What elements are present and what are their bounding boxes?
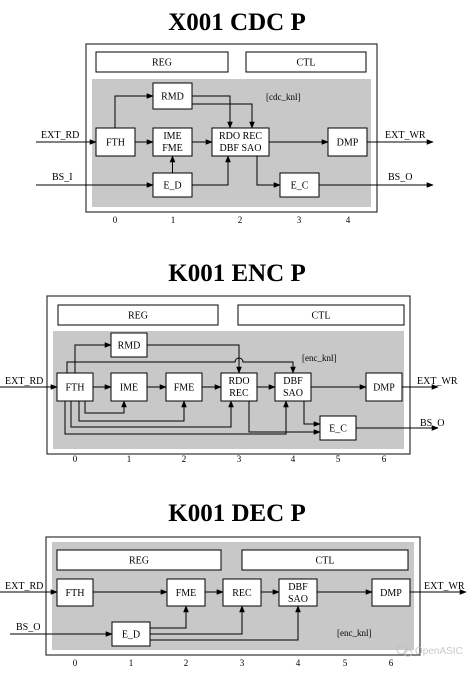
- kernel-label: [cdc_knl]: [266, 92, 300, 102]
- stage-number: 3: [240, 658, 245, 668]
- ime-label: IME: [120, 383, 138, 394]
- rmd-label: RMD: [118, 341, 141, 352]
- fme-label: FME: [174, 383, 195, 394]
- dmp-block: [371, 578, 411, 607]
- ext-wr-label: EXT_WR: [424, 581, 465, 592]
- ext-wr-label: EXT_WR: [385, 130, 426, 141]
- reg-label: REG: [152, 58, 172, 69]
- sao-label: SAO: [288, 594, 308, 605]
- ctl-block: [237, 304, 405, 326]
- rdo-rec-label: RDO REC: [219, 131, 262, 142]
- reg-block: [56, 549, 222, 571]
- kernel-label: [enc_knl]: [302, 353, 336, 363]
- dbf-sao-block: [278, 578, 318, 607]
- rmd-label: RMD: [161, 92, 184, 103]
- ctl-label: CTL: [312, 311, 331, 322]
- data-flow-arrows: [0, 342, 439, 435]
- reg-label: REG: [128, 311, 148, 322]
- diagram-cdc: X001 CDC P REG CTL RMD FTH IME FME RDO R…: [36, 9, 434, 225]
- stage-number: 3: [237, 454, 242, 464]
- rdo-label: RDO: [228, 376, 249, 387]
- stage-numbers: 0 1 2 3 4 5 6: [73, 454, 387, 464]
- dmp-block: [327, 127, 368, 157]
- fth-label: FTH: [106, 138, 125, 149]
- rmd-block: [110, 332, 148, 358]
- ime-block: [110, 372, 148, 402]
- dbf-label: DBF: [283, 376, 303, 387]
- rec-label: REC: [229, 388, 249, 399]
- ed-label: E_D: [163, 181, 181, 192]
- fme-block: [165, 372, 203, 402]
- bs-i-label: BS_I: [52, 172, 73, 183]
- diagram-dec: K001 DEC P REG CTL FTH FME REC DBF SAO D…: [0, 500, 467, 668]
- stage-number: 3: [297, 215, 302, 225]
- ext-rd-label: EXT_RD: [5, 581, 43, 592]
- diagram-title: K001 ENC P: [168, 260, 306, 287]
- bs-o-label: BS_O: [388, 172, 412, 183]
- ctl-label: CTL: [316, 556, 335, 567]
- stage-number: 0: [73, 454, 78, 464]
- ctl-block: [241, 549, 409, 571]
- stage-number: 4: [291, 454, 296, 464]
- stage-number: 5: [343, 658, 348, 668]
- stage-number: 4: [296, 658, 301, 668]
- dmp-label: DMP: [380, 588, 402, 599]
- reg-label: REG: [129, 556, 149, 567]
- watermark: OpenASIC: [396, 645, 463, 657]
- stage-number: 6: [389, 658, 394, 668]
- fme-label: FME: [176, 588, 197, 599]
- diagram-title: K001 DEC P: [168, 500, 306, 527]
- stage-number: 0: [113, 215, 118, 225]
- dbf-sao-label: DBF SAO: [220, 143, 262, 154]
- stage-number: 1: [129, 658, 134, 668]
- kernel-label: [enc_knl]: [337, 628, 371, 638]
- sao-label: SAO: [283, 388, 303, 399]
- fth-label: FTH: [66, 588, 85, 599]
- stage-number: 6: [382, 454, 387, 464]
- dmp-block: [365, 372, 403, 402]
- data-flow-arrows: [0, 589, 467, 641]
- watermark-text: OpenASIC: [415, 646, 463, 657]
- stage-number: 5: [336, 454, 341, 464]
- fth-label: FTH: [66, 383, 85, 394]
- bs-o-label: BS_O: [16, 622, 40, 633]
- ec-block: [319, 415, 357, 441]
- dbf-label: DBF: [288, 582, 308, 593]
- stage-number: 1: [171, 215, 176, 225]
- ext-wr-label: EXT_WR: [417, 376, 458, 387]
- diagram-title: X001 CDC P: [168, 9, 306, 36]
- dmp-label: DMP: [373, 383, 395, 394]
- data-flow-arrows: [36, 93, 434, 188]
- ec-label: E_C: [291, 181, 309, 192]
- reg-block: [95, 51, 229, 73]
- rec-label: REC: [232, 588, 252, 599]
- diagram-enc: K001 ENC P REG CTL RMD FTH IME FME RDO R…: [0, 260, 458, 464]
- dmp-label: DMP: [337, 138, 359, 149]
- wechat-icon: [396, 645, 413, 657]
- stage-number: 2: [238, 215, 243, 225]
- stage-numbers: 0 1 2 3 4 5 6: [73, 658, 394, 668]
- stage-number: 0: [73, 658, 78, 668]
- ime-label: IME: [163, 131, 181, 142]
- stage-numbers: 0 1 2 3 4: [113, 215, 351, 225]
- ed-label: E_D: [122, 630, 140, 641]
- ec-label: E_C: [329, 424, 347, 435]
- bs-o-label: BS_O: [420, 418, 444, 429]
- stage-number: 2: [182, 454, 187, 464]
- ctl-block: [245, 51, 367, 73]
- fme-label: FME: [162, 143, 183, 154]
- stage-number: 2: [184, 658, 189, 668]
- ext-rd-label: EXT_RD: [5, 376, 43, 387]
- ext-rd-label: EXT_RD: [41, 130, 79, 141]
- reg-block: [57, 304, 219, 326]
- rdo-rec-dbf-sao-block: [211, 127, 270, 157]
- ctl-label: CTL: [297, 58, 316, 69]
- stage-number: 4: [346, 215, 351, 225]
- stage-number: 1: [127, 454, 132, 464]
